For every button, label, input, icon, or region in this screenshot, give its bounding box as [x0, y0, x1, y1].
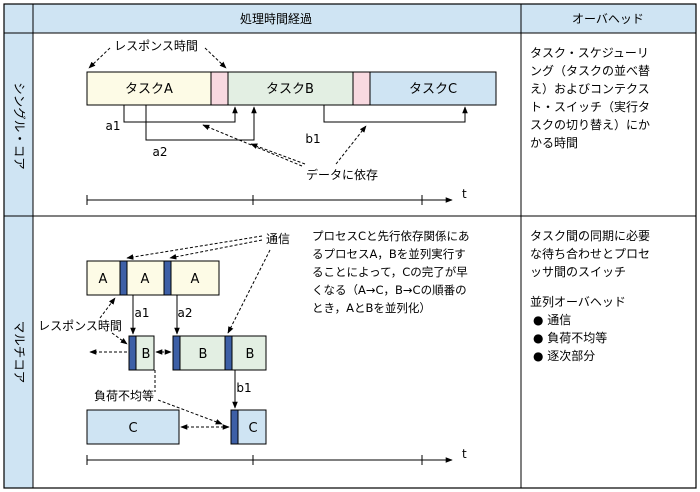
context-switch-2: [352, 71, 371, 106]
comm-bar-c: [230, 409, 239, 445]
single-overhead-line-1: タスク・スケジューリ: [530, 46, 649, 60]
header-processing: 処理時間経過: [240, 12, 312, 26]
task-c-bar: [369, 71, 497, 106]
block-a1-label: A: [99, 272, 108, 287]
dependency-arrow-3: [335, 125, 367, 165]
single-overhead-line-6: かる時間: [530, 136, 578, 150]
task-b-label: タスクB: [266, 82, 314, 97]
block-c1-label: C: [128, 421, 137, 436]
comm-arrow-3: [227, 249, 271, 334]
single-overhead-line-3: え）およびコンテクス: [530, 82, 650, 96]
multi-overhead-line-3: ッサ間のスイッチ: [530, 265, 626, 279]
single-time-axis-label: t: [462, 187, 467, 201]
comm-bar-a-1: [119, 260, 128, 296]
a2-bracket: [145, 105, 257, 141]
header-row-bg: [4, 4, 696, 33]
note-line-1: プロセスCと先行依存関係にあ: [312, 229, 470, 243]
comm-bar-b-2: [172, 335, 181, 371]
multi-response-arrow-1: [99, 297, 116, 319]
load-imbalance-label: 負荷不均等: [94, 389, 154, 403]
comm-bar-b-1: [128, 335, 137, 371]
block-a3-label: A: [191, 272, 200, 287]
multi-a1-label: a1: [135, 306, 150, 320]
a1-bracket: [123, 105, 238, 123]
header-overhead: オーバヘッド: [572, 12, 644, 26]
block-b2-label: B: [199, 347, 208, 362]
multi-overhead-line-2: な待ち合わせとプロセ: [530, 246, 650, 261]
block-a2-label: A: [141, 272, 150, 287]
multi-overhead-line-1: タスク間の同期に必要: [530, 229, 650, 243]
a2-label: a2: [153, 145, 168, 159]
response-time-arrow-left: [88, 47, 111, 69]
comm-arrow-2: [169, 239, 263, 260]
note-line-5: とき，AとBを並列化）: [312, 301, 431, 315]
load-imbalance-pointer: [157, 399, 223, 425]
parallel-overhead-item-2: ● 負荷不均等: [533, 331, 607, 345]
multi-b1-label: b1: [236, 381, 251, 395]
left-column-bg: [4, 33, 33, 488]
parallel-overhead-item-3: ● 逐次部分: [533, 348, 595, 363]
single-overhead-line-4: ト・スイッチ（実行タ: [530, 99, 650, 114]
task-b-bar: [227, 71, 354, 106]
a1-label: a1: [106, 119, 121, 133]
multi-core-row-label: マルチコア: [12, 321, 27, 384]
block-b3-label: B: [246, 347, 255, 362]
task-c-block-1: [86, 409, 180, 445]
note-line-3: ることによって，Cの完了が早: [312, 265, 468, 279]
task-a-label: タスクA: [125, 82, 173, 97]
note-line-2: るプロセスA，Bを並列実行す: [312, 247, 466, 261]
task-a-bar: [86, 71, 212, 106]
comm-bar-b-3: [224, 335, 233, 371]
multi-response-time-label: レスポンス時間: [38, 319, 122, 333]
task-a-block: [86, 260, 220, 296]
response-time-label: レスポンス時間: [114, 39, 198, 53]
comm-bar-a-2: [163, 260, 172, 296]
dependency-arrow-1: [202, 124, 303, 167]
multi-a2-label: a2: [178, 306, 193, 320]
communication-label: 通信: [266, 232, 290, 246]
parallel-overhead-title: 並列オーバヘッド: [530, 295, 626, 309]
multi-response-arrow-2: [111, 332, 128, 345]
dependency-label: データに依存: [306, 167, 378, 182]
dependency-arrow-2: [250, 143, 306, 165]
multi-time-axis-label: t: [462, 447, 467, 461]
single-overhead-line-5: スクの切り替え）にか: [530, 118, 650, 132]
single-core-row-label: シングル・コア: [12, 82, 27, 170]
response-time-arrow-right: [204, 47, 227, 69]
b1-bracket: [323, 105, 468, 123]
context-switch-1: [210, 71, 229, 106]
single-overhead-line-2: ング（タスクの並べ替: [530, 64, 650, 78]
task-c-label: タスクC: [409, 82, 457, 97]
block-c2-label: C: [248, 421, 257, 436]
table-border: [3, 3, 697, 489]
parallel-overhead-item-1: ● 通信: [533, 313, 571, 327]
b1-label: b1: [305, 132, 320, 146]
block-b1-label: B: [142, 347, 151, 362]
note-line-4: くなる（A→C，B→Cの順番の: [312, 283, 467, 297]
comm-arrow-1: [126, 235, 263, 260]
